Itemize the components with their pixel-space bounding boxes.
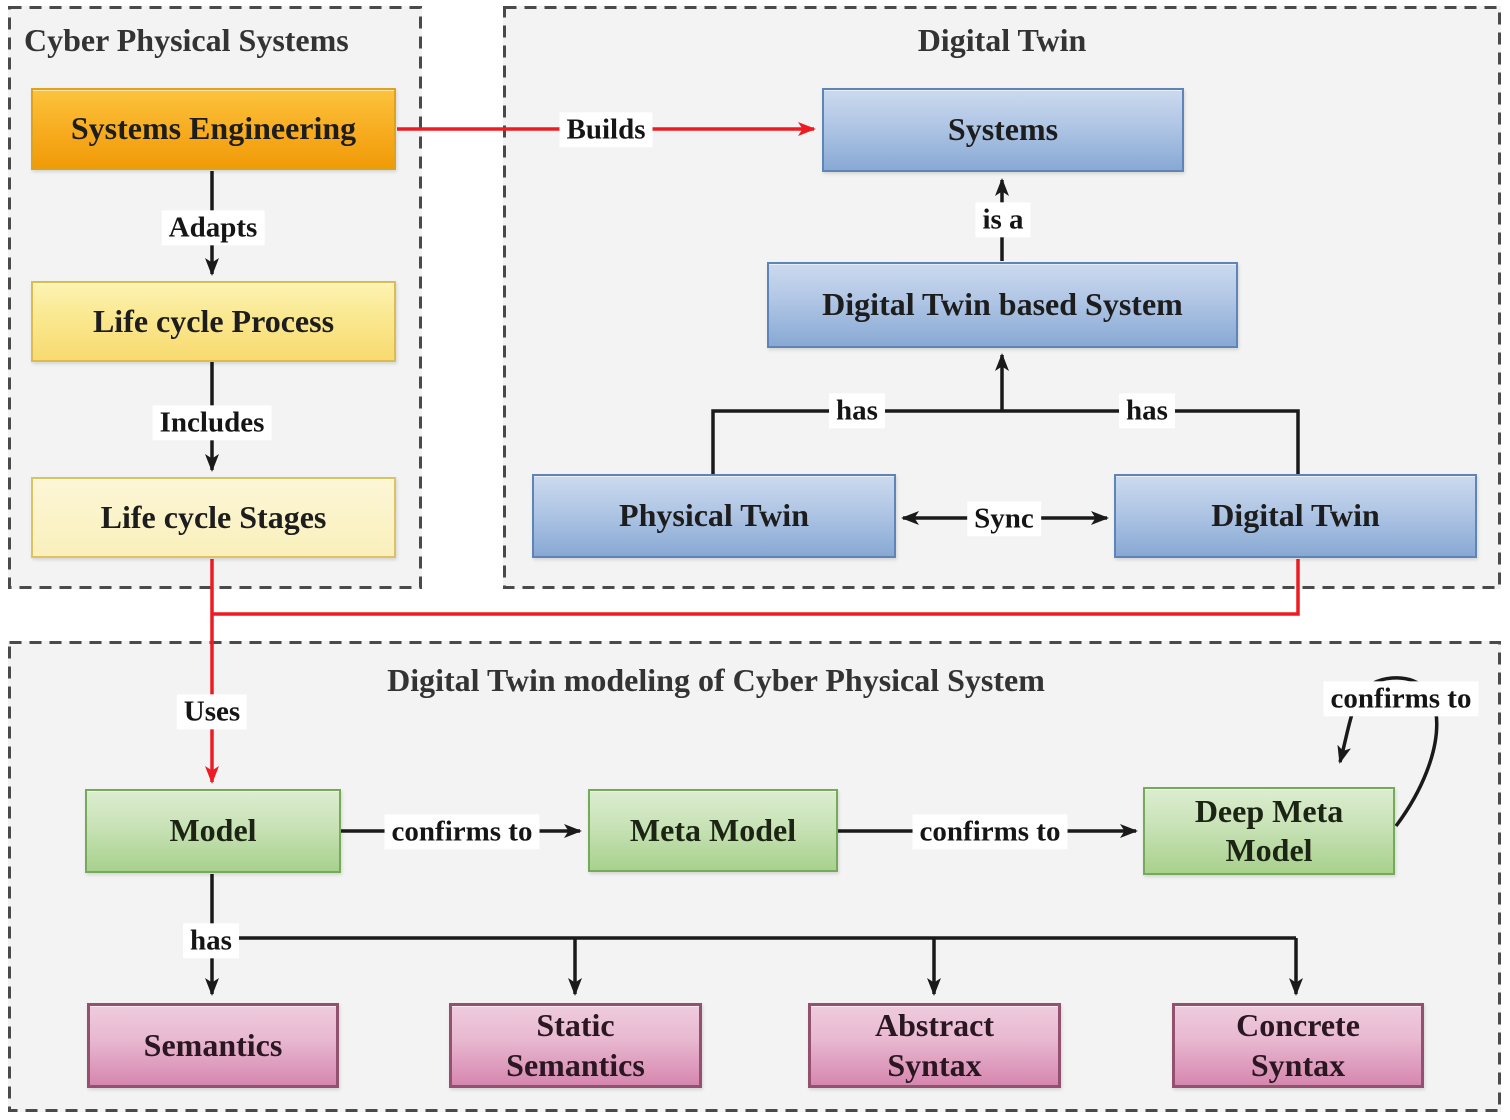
panel-title-cyber-physical-systems: Cyber Physical Systems — [24, 22, 349, 58]
node-model: Model — [85, 789, 341, 873]
panel-border-modeling — [8, 641, 1501, 1112]
panel-title-modeling: Digital Twin modeling of Cyber Physical … — [387, 662, 1045, 698]
node-life-cycle-process: Life cycle Process — [31, 281, 396, 362]
node-digital-twin: Digital Twin — [1114, 474, 1477, 558]
panel-border-dt — [503, 6, 1501, 589]
edge-label-builds: Builds — [559, 112, 653, 148]
node-life-cycle-stages: Life cycle Stages — [31, 477, 396, 558]
edge-label-adapts: Adapts — [161, 210, 265, 246]
node-systems: Systems — [822, 88, 1184, 172]
edge-label-sync: Sync — [967, 501, 1041, 537]
edge-digital-twin-to-uses — [212, 559, 1300, 616]
node-meta-model: Meta Model — [588, 789, 838, 872]
node-deep-meta-model: Deep Meta Model — [1143, 787, 1395, 875]
node-systems-engineering: Systems Engineering — [31, 88, 396, 170]
node-concrete-syntax: Concrete Syntax — [1172, 1003, 1424, 1088]
panel-border-cps — [8, 6, 422, 589]
edge-label-confirms-self: confirms to — [1323, 681, 1479, 717]
edge-label-uses: Uses — [176, 694, 248, 730]
edge-label-has-bottom: has — [183, 923, 239, 959]
node-static-semantics: Static Semantics — [449, 1003, 702, 1088]
edge-confirms-self-loop — [1337, 676, 1439, 828]
edge-label-is-a: is a — [975, 202, 1031, 238]
edge-label-includes: Includes — [152, 405, 272, 441]
edge-label-confirms-1: confirms to — [384, 814, 540, 850]
node-digital-twin-based-system: Digital Twin based System — [767, 262, 1238, 348]
node-semantics: Semantics — [87, 1003, 339, 1088]
node-physical-twin: Physical Twin — [532, 474, 896, 558]
node-abstract-syntax: Abstract Syntax — [808, 1003, 1061, 1088]
edge-label-has-left: has — [829, 393, 885, 429]
panel-title-digital-twin: Digital Twin — [917, 22, 1087, 58]
edge-has-elbows — [711, 409, 1300, 474]
edge-label-confirms-2: confirms to — [912, 814, 1068, 850]
edge-label-has-right: has — [1119, 393, 1175, 429]
